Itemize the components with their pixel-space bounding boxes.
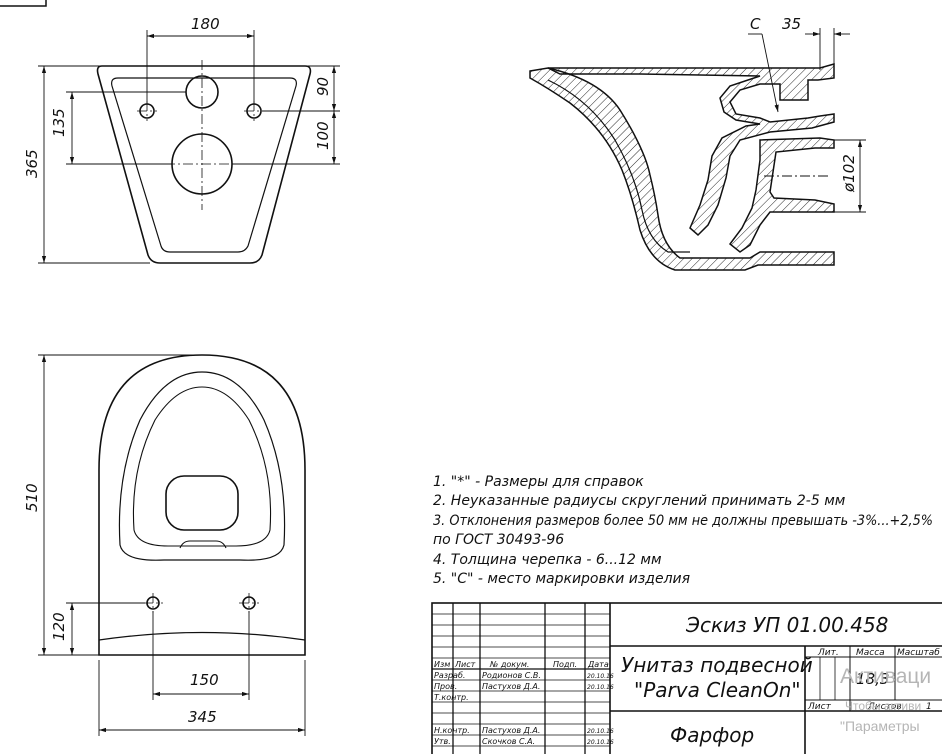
plan-view	[98, 354, 306, 656]
note-4: 4. Толщина черепка - 6...12 мм	[433, 552, 662, 568]
dim-510: 510	[23, 483, 41, 512]
plan-outer	[98, 354, 306, 656]
side-section-back-wall	[547, 63, 835, 237]
col-header-sign: Подп.	[553, 660, 577, 669]
product-name-line2: "Parva CleanOn"	[634, 678, 801, 702]
top-view-dimlines	[38, 30, 340, 264]
dim-c: C	[750, 15, 761, 33]
product-name-line1: Унитаз подвесной	[621, 653, 813, 677]
plan-drain-opening	[165, 475, 239, 531]
dim-180: 180	[191, 15, 220, 33]
row-date: 20.10.16	[587, 684, 614, 691]
row-role: Н.контр.	[434, 726, 470, 735]
top-view-outer	[96, 65, 312, 264]
row-date: 20.10.16	[587, 673, 614, 680]
row-date: 20.10.16	[587, 739, 614, 746]
side-section-inner-wall	[547, 79, 690, 253]
note-5: 5. "С" - место маркировки изделия	[433, 571, 690, 587]
row-name: Скочков С.А.	[482, 737, 535, 746]
note-3b: по ГОСТ 30493-96	[433, 532, 564, 548]
plan-drain-notch	[179, 540, 227, 549]
col-header-list: Лист	[454, 660, 476, 669]
doc-code: Эскиз УП 01.00.458	[685, 613, 888, 637]
row-role: Пров.	[434, 682, 457, 691]
watermark-line2: Чтобы активи	[845, 699, 921, 713]
row-role: Т.контр.	[434, 693, 469, 702]
col-header-izm: Изм	[434, 660, 450, 669]
note-2: 2. Неуказанные радиусы скруглений приним…	[433, 493, 846, 509]
col-header-date: Дата	[587, 660, 609, 669]
col-header-doc: № докум.	[489, 660, 529, 669]
notes: 1. "*" - Размеры для справок 2. Неуказан…	[433, 474, 933, 587]
lit-label: Лит.	[817, 648, 839, 658]
top-view-centerlines	[137, 60, 264, 210]
side-dimlines	[748, 28, 866, 213]
title-block	[431, 602, 942, 754]
dim-120: 120	[50, 612, 68, 641]
side-section	[529, 63, 835, 271]
dim-365: 365	[23, 149, 41, 178]
note-1: 1. "*" - Размеры для справок	[433, 474, 644, 490]
row-date: 20.10.16	[587, 728, 614, 735]
row-name: Пастухов Д.А.	[482, 682, 540, 691]
side-section-outlet	[728, 137, 835, 253]
row-role: Разраб.	[434, 671, 465, 680]
material: Фарфор	[670, 723, 754, 747]
sheet-label: Лист	[807, 702, 832, 712]
plan-centerlines	[143, 593, 259, 613]
dim-135: 135	[50, 108, 68, 137]
top-view	[96, 65, 312, 264]
plan-rim	[118, 371, 286, 561]
plan-bowl	[132, 386, 272, 547]
frame-corner	[0, 0, 47, 7]
sheets-value: 1	[926, 702, 932, 712]
watermark-line3: "Параметры	[840, 718, 920, 734]
dim-100: 100	[314, 121, 332, 150]
plan-dimlines	[38, 354, 306, 736]
plan-back-edge	[98, 631, 306, 641]
dim-d102: ø102	[840, 154, 858, 193]
row-role: Утв.	[434, 737, 451, 746]
mass-label: Масса	[856, 648, 885, 658]
dim-345: 345	[188, 708, 217, 726]
dim-150: 150	[190, 671, 219, 689]
dim-90: 90	[314, 77, 332, 96]
top-view-inner	[111, 77, 297, 253]
mass-value: 18,3	[856, 670, 889, 688]
row-name: Родионов С.В.	[482, 671, 541, 680]
sheets-label: Листов	[867, 702, 902, 712]
note-3: 3. Отклонения размеров более 50 мм не до…	[433, 513, 933, 529]
dim-35: 35	[782, 15, 801, 33]
side-section-hatch	[529, 67, 835, 271]
scale-label: Масштаб	[897, 648, 940, 658]
row-name: Пастухов Д.А.	[482, 726, 540, 735]
watermark-line1: Активаци	[840, 665, 931, 688]
